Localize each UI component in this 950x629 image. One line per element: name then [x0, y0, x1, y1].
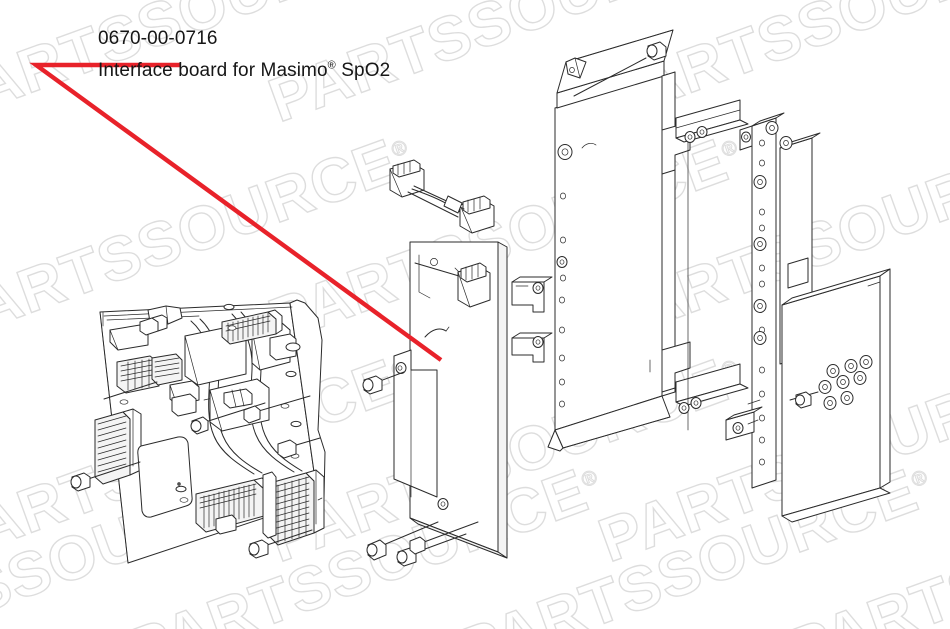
screw [277, 437, 321, 459]
part-number-text: 0670-00-0716 [98, 28, 218, 49]
description-suffix: SpO2 [335, 60, 391, 82]
part-description-text: Interface board for Masimo® SpO2 [98, 58, 390, 83]
part-ribbon-cable [389, 159, 495, 234]
screw [362, 371, 405, 395]
screw [70, 461, 141, 492]
part-interface-board [362, 241, 508, 567]
screw [366, 521, 439, 561]
description-prefix: Interface board for Masimo [98, 60, 328, 82]
screw [573, 41, 667, 97]
part-mounting-bracket [725, 112, 891, 523]
screw [409, 521, 479, 555]
part-chassis-panel [511, 29, 749, 452]
part-pcb-assembly [70, 299, 326, 564]
registered-trademark-symbol: ® [327, 59, 336, 72]
screw [248, 529, 313, 559]
screw [243, 395, 311, 424]
callout-label: 0670-00-0716 Interface board for Masimo®… [98, 26, 390, 83]
screw [789, 391, 819, 409]
